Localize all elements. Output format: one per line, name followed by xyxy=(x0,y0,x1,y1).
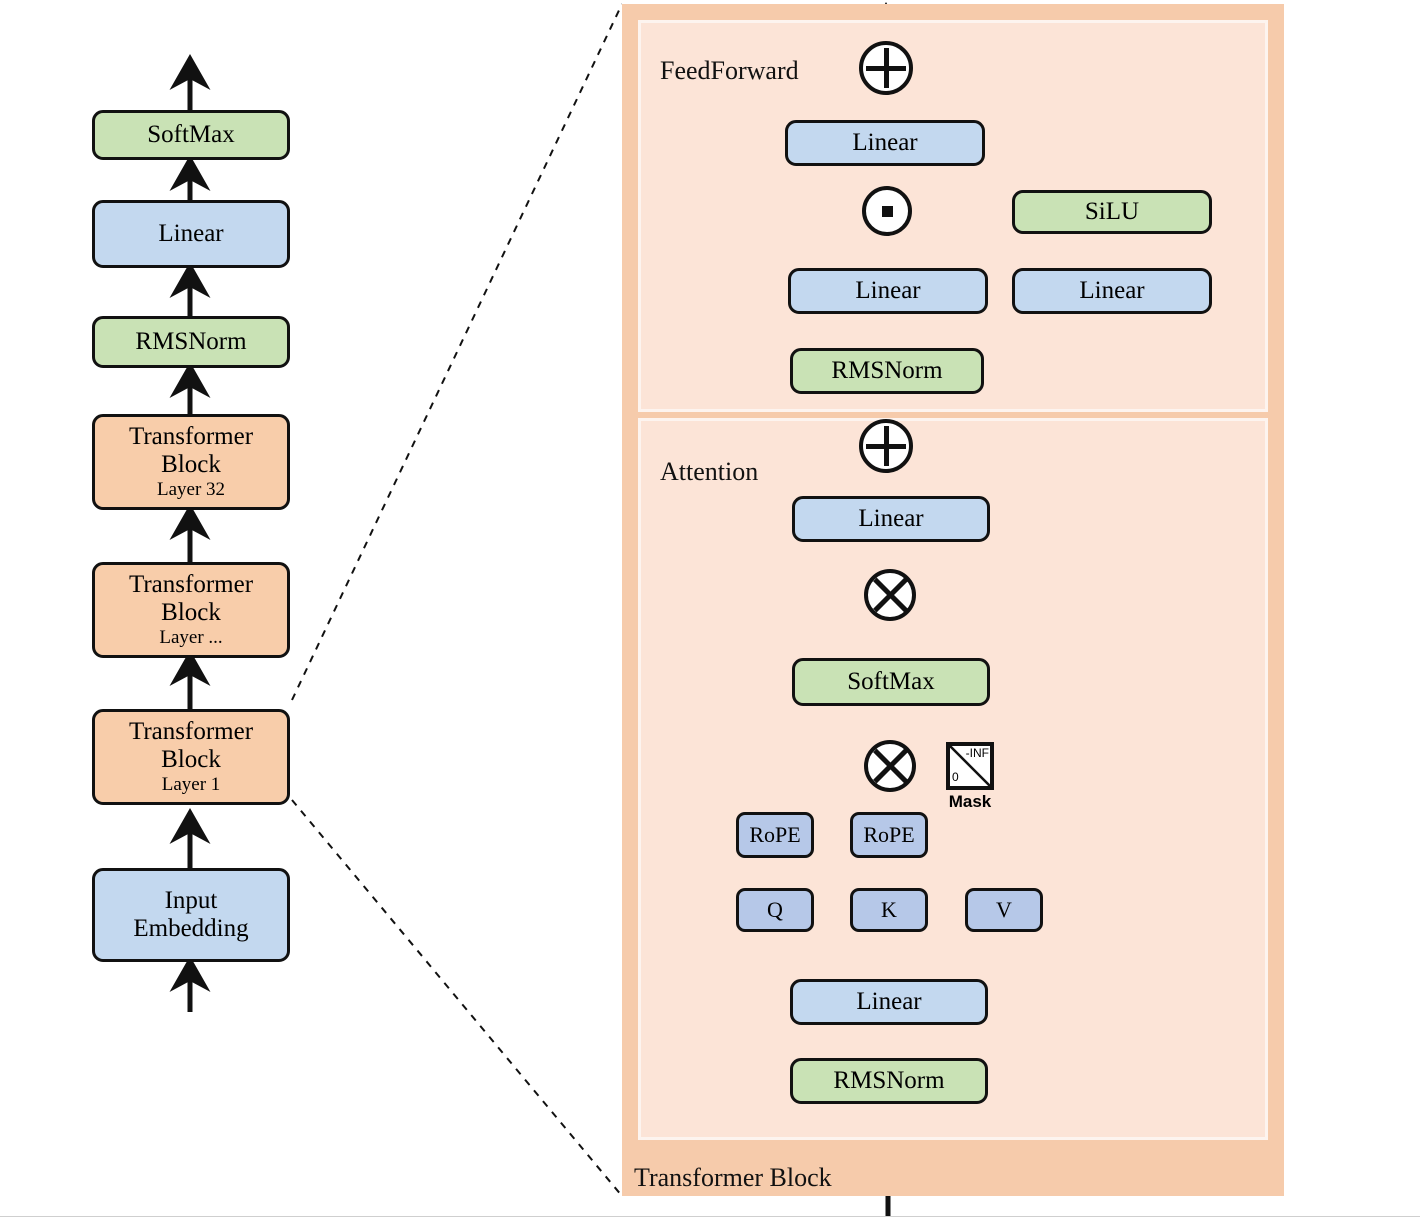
mask-lower-value: 0 xyxy=(952,770,959,784)
node-label: V xyxy=(996,896,1012,922)
node-label: Transformer Block xyxy=(128,423,254,479)
node-label: RMSNorm xyxy=(831,357,943,384)
attention-section-label: Attention xyxy=(660,457,759,486)
attention-qk-matmul-operator[interactable] xyxy=(864,740,916,792)
node-label: Linear xyxy=(856,988,922,1015)
plus-icon xyxy=(866,443,906,449)
left-node-linear[interactable]: Linear xyxy=(92,200,290,268)
value-projection[interactable]: V xyxy=(965,888,1043,932)
feedforward-up-linear[interactable]: Linear xyxy=(1012,268,1212,314)
node-sublabel: Layer 1 xyxy=(161,774,221,796)
left-node-transformer-block-dots[interactable]: Transformer Block Layer ... xyxy=(92,562,290,658)
node-label: SoftMax xyxy=(147,121,235,148)
feedforward-rmsnorm[interactable]: RMSNorm xyxy=(790,348,984,394)
attention-rmsnorm[interactable]: RMSNorm xyxy=(790,1058,988,1104)
node-label: Transformer Block xyxy=(128,571,254,627)
node-label: RoPE xyxy=(863,821,915,847)
rope-key[interactable]: RoPE xyxy=(850,812,928,858)
node-label: RMSNorm xyxy=(833,1067,945,1094)
feedforward-add-operator[interactable] xyxy=(859,41,913,95)
attention-softmax[interactable]: SoftMax xyxy=(792,658,990,706)
left-node-input-embedding[interactable]: Input Embedding xyxy=(92,868,290,962)
node-sublabel: Layer 32 xyxy=(156,479,226,501)
node-label: SiLU xyxy=(1084,198,1140,225)
node-label: Input Embedding xyxy=(133,887,249,942)
feedforward-gate-linear[interactable]: Linear xyxy=(788,268,988,314)
feedforward-output-linear[interactable]: Linear xyxy=(785,120,985,166)
node-label: Linear xyxy=(158,220,224,247)
attention-output-linear[interactable]: Linear xyxy=(792,496,990,542)
mask-icon: -INF 0 xyxy=(946,742,994,790)
node-label: SoftMax xyxy=(847,668,935,695)
node-label: RMSNorm xyxy=(135,328,247,355)
plus-icon xyxy=(866,65,906,71)
attention-input-linear[interactable]: Linear xyxy=(790,979,988,1025)
node-label: Q xyxy=(767,896,783,922)
left-node-softmax[interactable]: SoftMax xyxy=(92,110,290,160)
attention-score-value-matmul-operator[interactable] xyxy=(864,569,916,621)
node-label: Linear xyxy=(852,129,918,156)
node-label: Linear xyxy=(858,505,924,532)
attention-add-operator[interactable] xyxy=(859,419,913,473)
rope-query[interactable]: RoPE xyxy=(736,812,814,858)
mask-caption: Mask xyxy=(948,792,992,811)
feedforward-section-label: FeedForward xyxy=(660,56,799,85)
left-node-transformer-block-1[interactable]: Transformer Block Layer 1 xyxy=(92,709,290,805)
query-projection[interactable]: Q xyxy=(736,888,814,932)
feedforward-elementwise-multiply-operator[interactable] xyxy=(862,186,912,236)
key-projection[interactable]: K xyxy=(850,888,928,932)
feedforward-silu[interactable]: SiLU xyxy=(1012,190,1212,234)
node-label: Linear xyxy=(855,277,921,304)
node-label: K xyxy=(881,896,897,922)
dot-icon xyxy=(881,205,893,217)
node-label: Linear xyxy=(1079,277,1145,304)
node-sublabel: Layer ... xyxy=(159,627,223,649)
node-label: Transformer Block xyxy=(128,718,254,774)
attention-mask[interactable]: -INF 0 Mask xyxy=(946,742,994,811)
mask-upper-value: -INF xyxy=(965,746,989,760)
transformer-block-container-label: Transformer Block xyxy=(634,1163,832,1192)
node-label: RoPE xyxy=(749,821,801,847)
left-node-rmsnorm[interactable]: RMSNorm xyxy=(92,316,290,368)
left-node-transformer-block-32[interactable]: Transformer Block Layer 32 xyxy=(92,414,290,510)
